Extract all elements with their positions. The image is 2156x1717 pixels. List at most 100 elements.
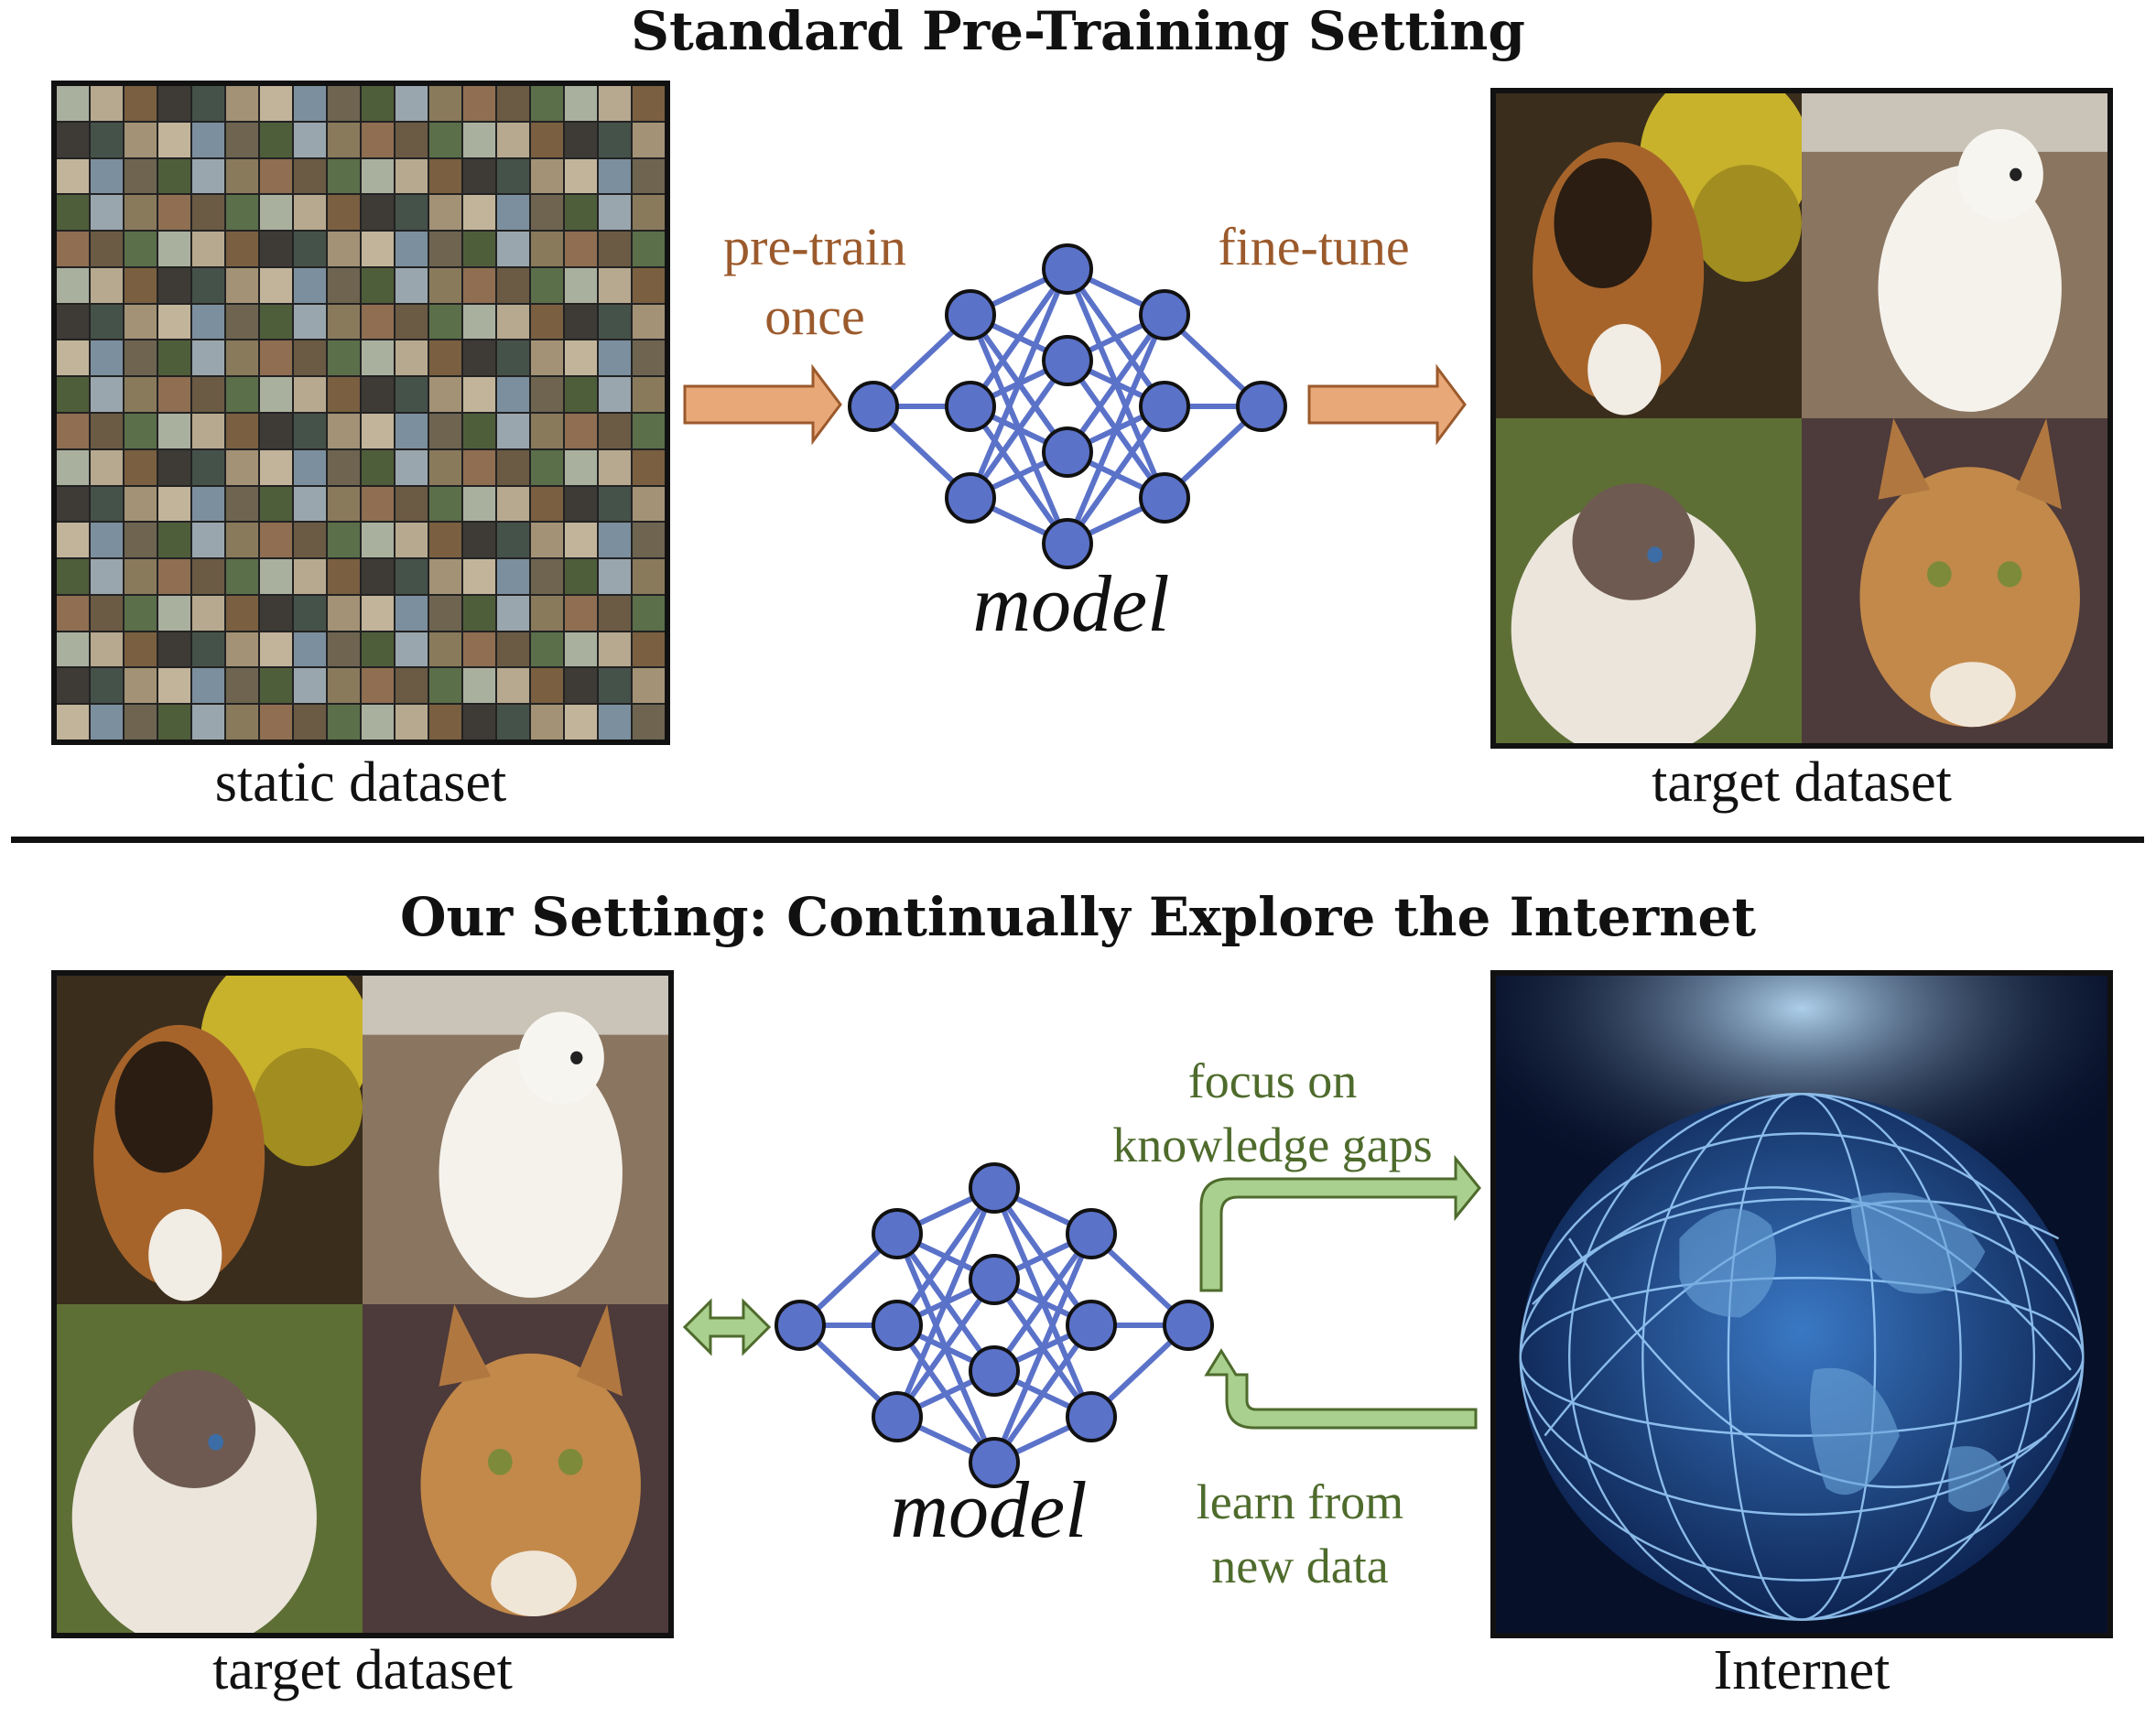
- network-node: [969, 1345, 1020, 1397]
- mosaic-tile: [362, 158, 394, 194]
- mosaic-tile: [395, 377, 428, 412]
- mosaic-tile: [260, 486, 292, 522]
- mosaic-tile: [91, 340, 123, 376]
- mosaic-tile: [260, 705, 292, 740]
- mosaic-tile: [395, 232, 428, 266]
- mosaic-tile: [294, 523, 326, 558]
- mosaic-tile: [497, 122, 529, 157]
- mosaic-tile: [429, 267, 461, 303]
- mosaic-tile: [328, 595, 360, 631]
- mosaic-tile: [395, 414, 428, 448]
- mosaic-tile: [565, 595, 597, 631]
- network-node: [945, 472, 996, 524]
- mosaic-tile: [633, 377, 665, 412]
- mosaic-tile: [633, 340, 665, 376]
- static-dataset-mosaic: [51, 81, 670, 745]
- mosaic-tile: [91, 595, 123, 631]
- mosaic-tile: [463, 668, 495, 704]
- mosaic-tile: [125, 705, 157, 740]
- mosaic-tile: [599, 304, 631, 340]
- mosaic-tile: [57, 195, 89, 231]
- mosaic-tile: [395, 195, 428, 231]
- mosaic-tile: [328, 122, 360, 157]
- mosaic-tile: [260, 523, 292, 558]
- mosaic-tile: [395, 632, 428, 667]
- finetune-arrow: [1307, 363, 1467, 446]
- mosaic-tile: [294, 668, 326, 704]
- mosaic-tile: [362, 232, 394, 266]
- mosaic-tile: [429, 122, 461, 157]
- bottom-network-diagram: [682, 1154, 1481, 1488]
- mosaic-tile: [192, 195, 224, 231]
- mosaic-tile: [497, 267, 529, 303]
- mosaic-tile: [463, 304, 495, 340]
- mosaic-tile: [260, 377, 292, 412]
- mosaic-tile: [531, 705, 563, 740]
- mosaic-tile: [57, 705, 89, 740]
- mosaic-tile: [226, 195, 258, 231]
- mosaic-tile: [57, 377, 89, 412]
- mosaic-tile: [328, 414, 360, 448]
- mosaic-tile: [158, 377, 190, 412]
- mosaic-tile: [531, 414, 563, 448]
- mosaic-tile: [599, 523, 631, 558]
- mosaic-tile: [565, 559, 597, 594]
- mosaic-tile: [125, 267, 157, 303]
- mosaic-tile: [565, 486, 597, 522]
- mosaic-tile: [125, 86, 157, 121]
- mosaic-tile: [91, 304, 123, 340]
- mosaic-tile: [633, 158, 665, 194]
- mosaic-tile: [599, 486, 631, 522]
- mosaic-tile: [531, 523, 563, 558]
- mosaic-tile: [599, 122, 631, 157]
- mosaic-tile: [565, 632, 597, 667]
- mosaic-tile: [226, 632, 258, 667]
- mosaic-tile: [497, 705, 529, 740]
- mosaic-tile: [429, 195, 461, 231]
- mosaic-tile: [192, 304, 224, 340]
- mosaic-tile: [91, 523, 123, 558]
- mosaic-tile: [57, 340, 89, 376]
- mosaic-tile: [226, 523, 258, 558]
- mosaic-tile: [599, 559, 631, 594]
- mosaic-tile: [294, 705, 326, 740]
- network-node: [872, 1300, 923, 1351]
- top-neural-network: [848, 243, 1287, 569]
- network-edge: [894, 1278, 997, 1419]
- mosaic-tile: [91, 195, 123, 231]
- mosaic-tile: [158, 195, 190, 231]
- top-target-caption: target dataset: [1652, 751, 1952, 814]
- mosaic-tile: [57, 632, 89, 667]
- mosaic-tile: [565, 86, 597, 121]
- mosaic-tile: [192, 559, 224, 594]
- mosaic-tile: [91, 414, 123, 448]
- mosaic-tile: [260, 195, 292, 231]
- mosaic-tile: [497, 195, 529, 231]
- tabby-cat-photo: [363, 1304, 668, 1633]
- mosaic-tile: [328, 523, 360, 558]
- mosaic-tile: [633, 523, 665, 558]
- mosaic-tile: [463, 340, 495, 376]
- mosaic-tile: [57, 304, 89, 340]
- mosaic-tile: [362, 523, 394, 558]
- mosaic-tile: [294, 158, 326, 194]
- return-learn-arrow: [1204, 1348, 1478, 1430]
- mosaic-tile: [633, 304, 665, 340]
- mosaic-tile: [294, 267, 326, 303]
- mosaic-tile: [91, 232, 123, 266]
- mosaic-tile: [395, 86, 428, 121]
- mosaic-tile: [463, 195, 495, 231]
- mosaic-tile: [429, 486, 461, 522]
- mosaic-tile: [531, 377, 563, 412]
- mosaic-tile: [531, 632, 563, 667]
- mosaic-tile: [565, 340, 597, 376]
- bottom-target-caption: target dataset: [212, 1639, 513, 1701]
- mosaic-tile: [192, 267, 224, 303]
- mosaic-tile: [599, 232, 631, 266]
- network-node: [945, 289, 996, 340]
- mosaic-tile: [463, 377, 495, 412]
- network-node: [775, 1300, 826, 1351]
- mosaic-tile: [294, 122, 326, 157]
- focus-gaps-line2: knowledge gaps: [1112, 1118, 1433, 1172]
- mosaic-tile: [362, 195, 394, 231]
